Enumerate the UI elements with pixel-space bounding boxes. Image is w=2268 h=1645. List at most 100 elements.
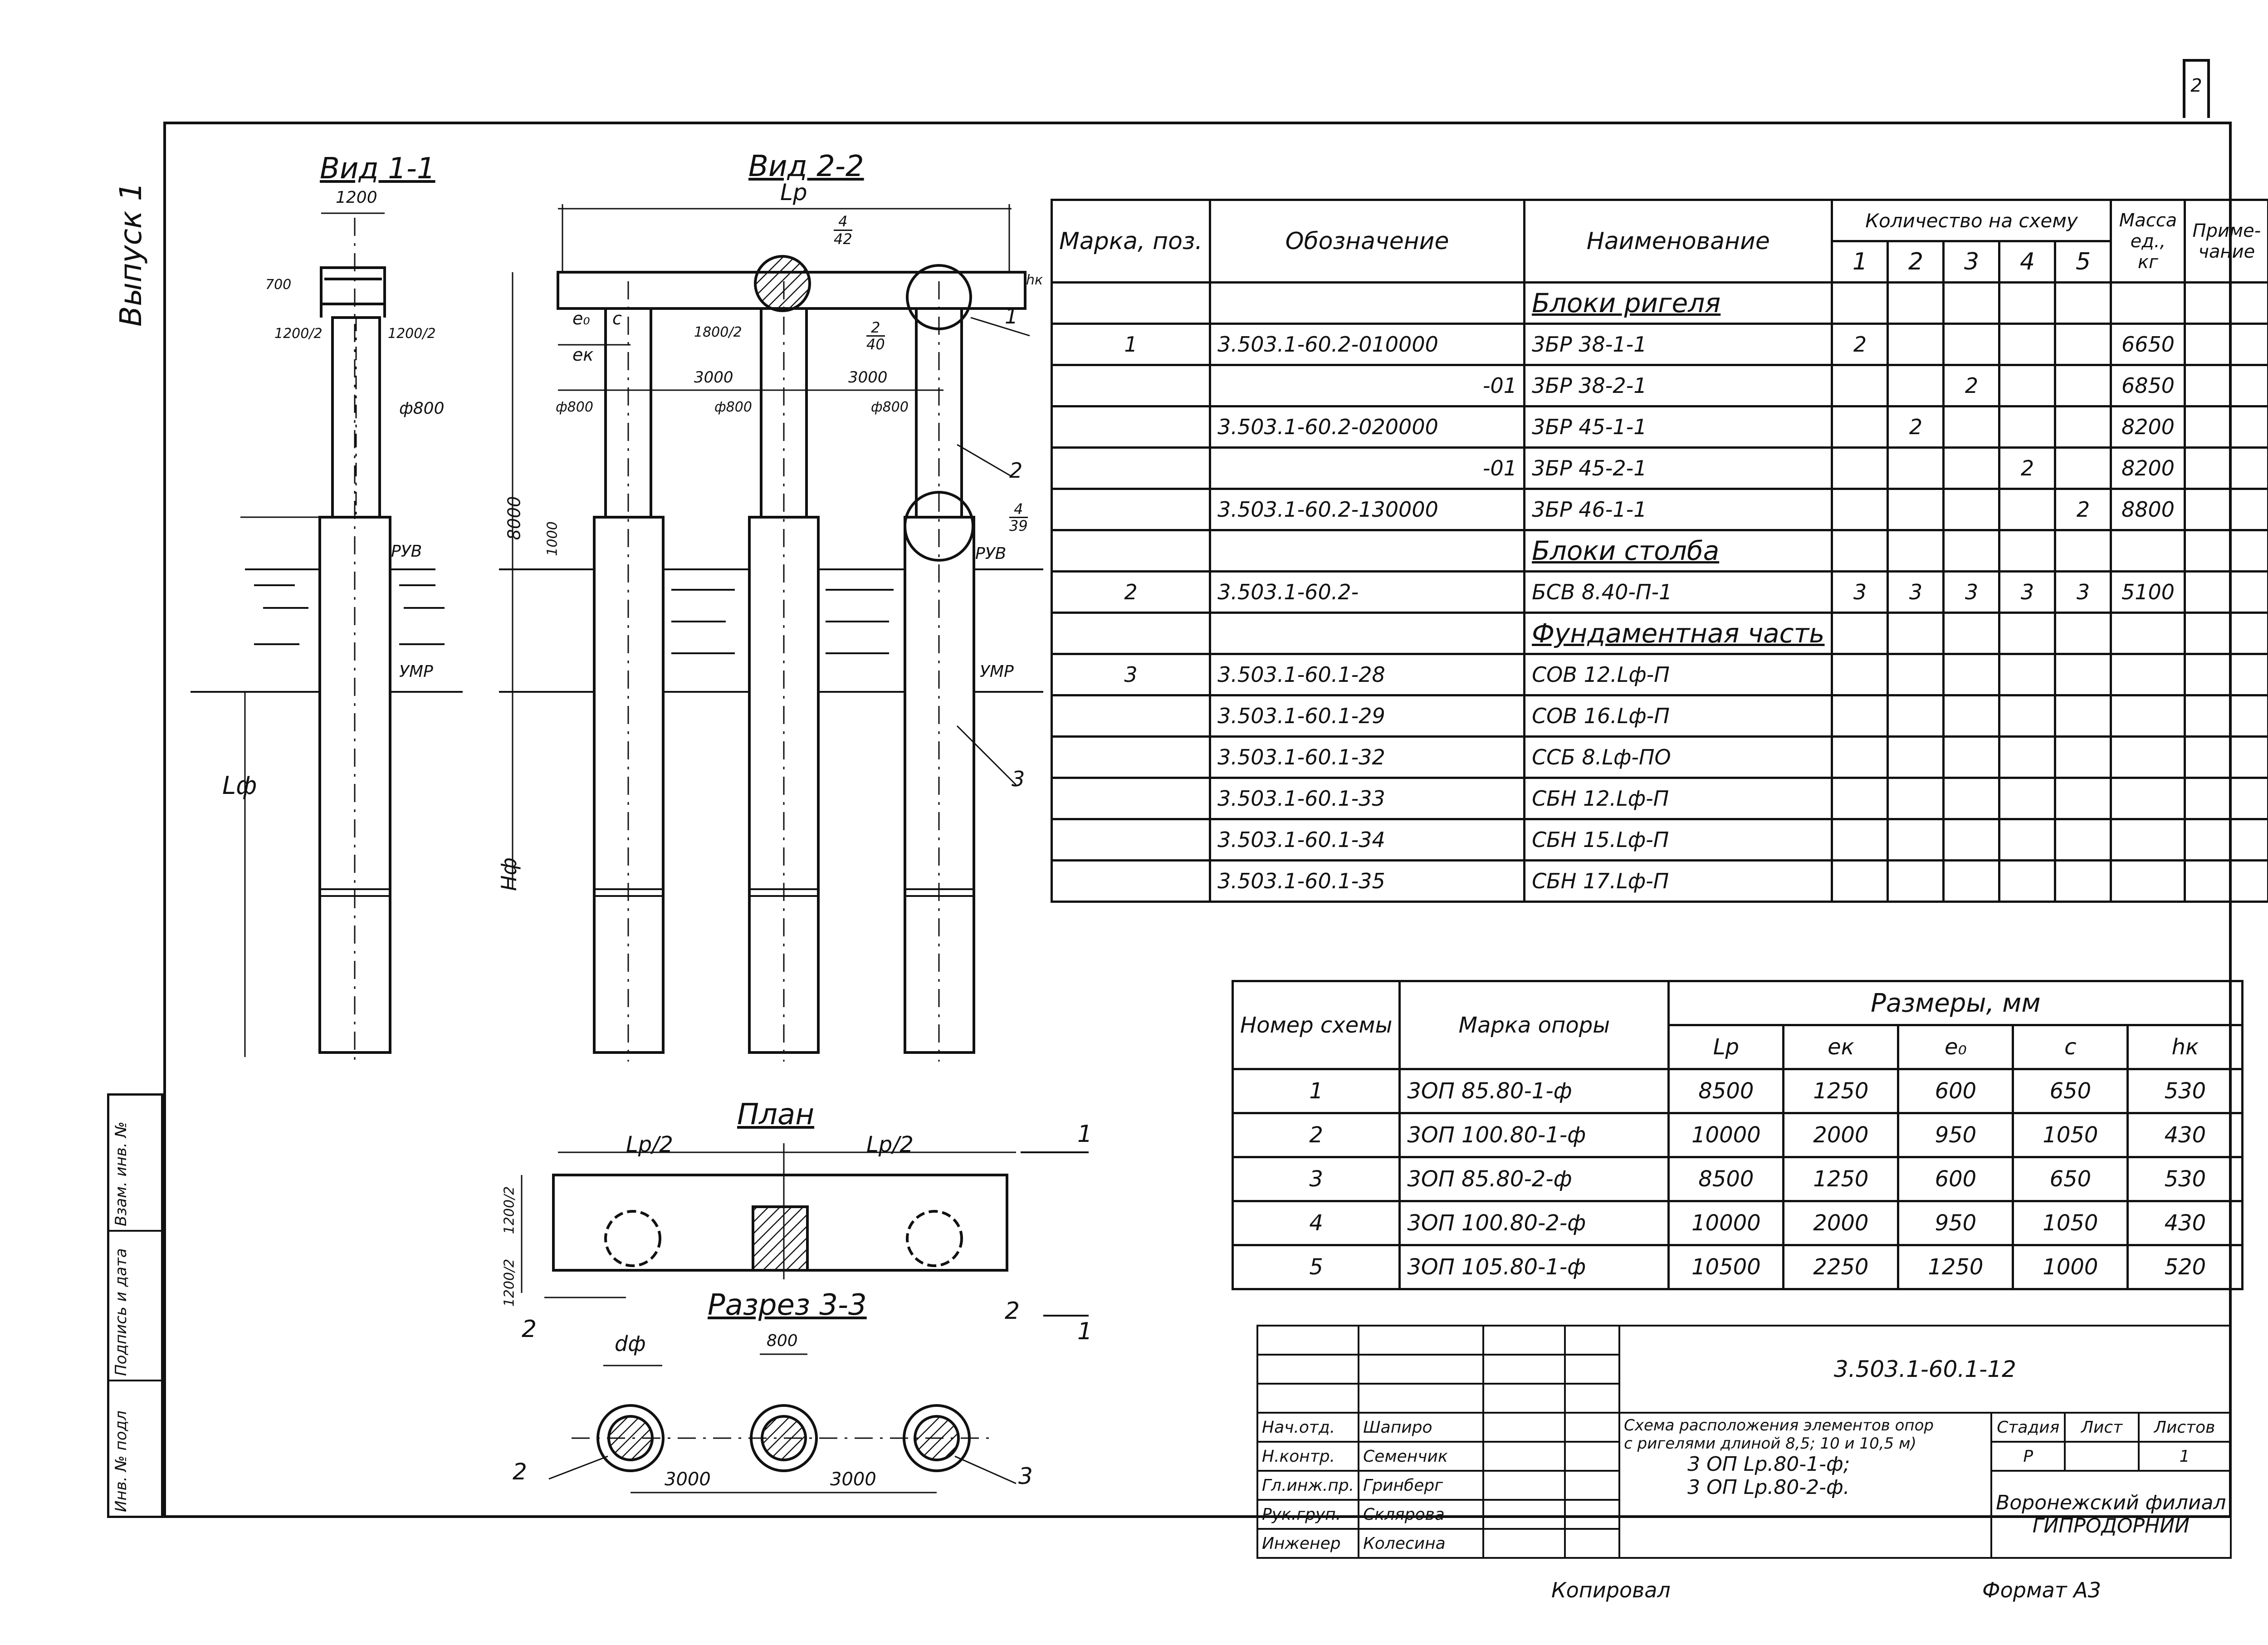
- spec-qty: [1998, 488, 2057, 531]
- plan-mark-1a: 1: [1077, 1121, 1093, 1148]
- stamp-blank: [1482, 1383, 1566, 1414]
- stamp-role: Нач.отд.: [1256, 1412, 1360, 1443]
- spec-qty: [1998, 653, 2057, 696]
- plan-b1: 1200/2: [501, 1186, 518, 1234]
- stamp-signature: [1482, 1470, 1566, 1501]
- spec-cell: [1050, 612, 1212, 655]
- plan-title: План: [737, 1098, 815, 1131]
- view-1-1-title: Вид 1-1: [320, 152, 435, 186]
- spec-designation: 3.503.1-60.1-34: [1209, 818, 1526, 862]
- view-1-1-diam: ф800: [399, 399, 445, 418]
- dims-value: 1250: [1782, 1068, 1900, 1114]
- view-2-2-drawing: [499, 204, 1043, 1062]
- callout-top-sheet: 42: [834, 230, 852, 248]
- spec-cell: [2110, 281, 2186, 325]
- spec-qty: [1942, 818, 2001, 862]
- spec-qty: [1887, 653, 1945, 696]
- spec-designation: 3.503.1-60.1-29: [1209, 694, 1526, 738]
- stamp-title-line: 3 ОП Lр.80-1-ф;: [1687, 1453, 1850, 1476]
- view-2-2-h1000: 1000: [544, 521, 561, 556]
- spec-designation: 3.503.1-60.2-: [1209, 570, 1526, 614]
- spec-qty: [1831, 488, 1889, 531]
- plan-b2: 1200/2: [501, 1258, 518, 1307]
- stamp-h-sheets: Листов: [2137, 1412, 2232, 1443]
- view-2-2-diam2: ф800: [714, 399, 752, 415]
- spec-mass: 5100: [2110, 570, 2186, 614]
- plan-lp-half-2: Lр/2: [866, 1132, 914, 1157]
- spec-qty: [1887, 323, 1945, 366]
- spec-designation: 3.503.1-60.1-35: [1209, 859, 1526, 903]
- title-block: 3.503.1-60.1-12 Нач.отд. Шапиро Схема ра…: [1256, 1325, 2232, 1559]
- spec-pos: [1050, 446, 1212, 490]
- dims-value: 2000: [1782, 1200, 1900, 1246]
- stamp-h-sheet: Лист: [2064, 1412, 2140, 1443]
- view-2-2-hf: Нф: [496, 857, 521, 891]
- spec-name: 3БР 38-1-1: [1523, 323, 1833, 366]
- section-dphi: dф: [615, 1332, 646, 1356]
- spec-qty: [1831, 364, 1889, 407]
- section-d800: 800: [767, 1332, 798, 1350]
- stamp-person: Колесина: [1358, 1528, 1485, 1559]
- dims-scheme-no: 2: [1231, 1112, 1401, 1158]
- spec-qty: [1998, 323, 2057, 366]
- dims-value: 2000: [1782, 1112, 1900, 1158]
- dims-col-header: ек: [1782, 1024, 1900, 1070]
- section-lab-2: 2: [513, 1459, 527, 1485]
- stamp-blank: [1564, 1354, 1621, 1385]
- spec-qty: [1831, 818, 1889, 862]
- spec-qty-col-1: 1: [1831, 240, 1889, 284]
- view-2-2-call-4: 4 39: [1009, 501, 1028, 534]
- spec-qty: [1998, 777, 2057, 820]
- stamp-signature: [1482, 1528, 1566, 1559]
- spec-designation: 3.503.1-60.2-010000: [1209, 323, 1526, 366]
- stamp-code: 3.503.1-60.1-12: [1618, 1325, 2232, 1414]
- spec-cell: [1209, 612, 1526, 655]
- dims-value: 1050: [2012, 1200, 2129, 1246]
- dims-value: 8500: [1667, 1156, 1785, 1202]
- spec-qty: [2054, 818, 2112, 862]
- view-1-1-lf: Lф: [222, 771, 257, 800]
- spec-designation: -01: [1209, 364, 1526, 407]
- spec-qty: [1887, 859, 1945, 903]
- spec-name: 3БР 46-1-1: [1523, 488, 1833, 531]
- dims-value: 1050: [2012, 1112, 2129, 1158]
- stamp-date: [1564, 1441, 1621, 1472]
- stamp-org: Воронежский филиал ГИПРОДОРНИИ: [1990, 1470, 2232, 1559]
- spec-cell: [1942, 281, 2001, 325]
- spec-cell: [2110, 612, 2186, 655]
- view-1-1-drawing: [191, 212, 463, 1066]
- view-1-1-left: 1200/2: [274, 326, 323, 342]
- spec-designation: 3.503.1-60.2-130000: [1209, 488, 1526, 531]
- spec-row: Фундаментная часть: [1050, 612, 2268, 655]
- spec-qty: [1942, 777, 2001, 820]
- spec-qty: [2054, 859, 2112, 903]
- spec-qty: [1998, 364, 2057, 407]
- stamp-signature: [1482, 1499, 1566, 1530]
- spec-qty: [1942, 735, 2001, 779]
- spec-qty: [1831, 859, 1889, 903]
- call4-sheet: 39: [1009, 517, 1028, 534]
- spec-qty: [1998, 818, 2057, 862]
- spec-subheading: Фундаментная часть: [1523, 612, 1833, 655]
- stamp-role: Н.контр.: [1256, 1441, 1360, 1472]
- spec-name: СОВ 12.Lф-П: [1523, 653, 1833, 696]
- stamp-role: Рук.груп.: [1256, 1499, 1360, 1530]
- dims-header-mark: Марка опоры: [1398, 980, 1670, 1070]
- dims-value: 600: [1897, 1068, 2014, 1114]
- spec-designation: 3.503.1-60.1-33: [1209, 777, 1526, 820]
- stamp-date: [1564, 1499, 1621, 1530]
- spec-header-mark: Марка, поз.: [1050, 199, 1212, 284]
- view-2-2-hk: hк: [1026, 272, 1043, 288]
- stamp-title-line: с ригелями длиной 8,5; 10 и 10,5 м): [1624, 1434, 1916, 1453]
- spec-header-qty: Количество на схему: [1831, 199, 2112, 242]
- plan-mark-2b: 2: [1005, 1297, 1020, 1325]
- section-lab-3: 3: [1018, 1463, 1033, 1489]
- spec-qty: [1887, 364, 1945, 407]
- spec-mass: [2110, 818, 2186, 862]
